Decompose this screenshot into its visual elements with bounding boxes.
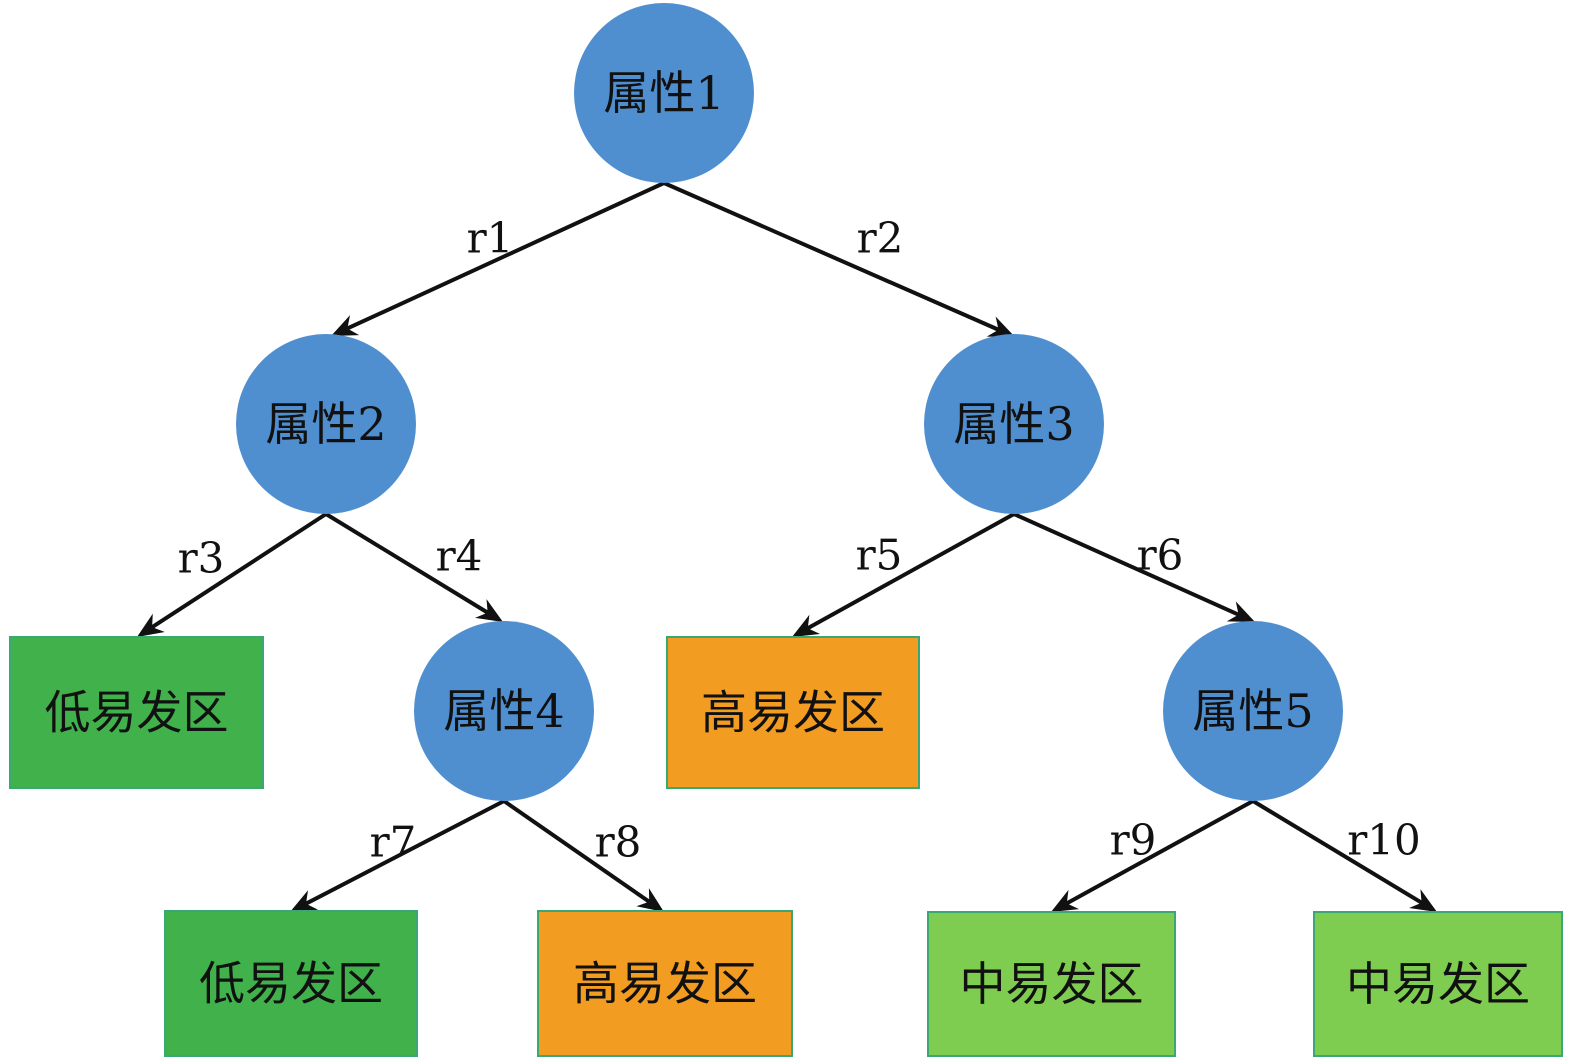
- node-label: 属性5: [1192, 684, 1313, 738]
- arrowhead: [1051, 889, 1080, 912]
- node-label: 属性1: [603, 66, 724, 120]
- node-label: 中易发区: [960, 957, 1144, 1011]
- edge-label-r1: r1: [467, 214, 514, 263]
- attribute-node-circle: [414, 621, 594, 801]
- node-label: 高易发区: [573, 957, 757, 1011]
- edge-line: [806, 512, 1015, 631]
- edge-line: [346, 181, 665, 331]
- arrowhead: [1409, 889, 1437, 912]
- edge-line: [305, 799, 505, 906]
- attribute-node-n4: 属性4: [414, 621, 594, 801]
- arrowhead: [137, 613, 165, 637]
- leaf-node-l1: 低易发区: [9, 636, 264, 789]
- node-label: 低易发区: [45, 686, 229, 740]
- edge-label-r6: r6: [1137, 531, 1184, 580]
- attribute-node-n1: 属性1: [574, 3, 754, 183]
- edge-label-r5: r5: [856, 531, 903, 580]
- leaf-node-box: [9, 636, 264, 789]
- arrowhead: [1226, 601, 1255, 622]
- edge-n4-l4: r8: [502, 799, 664, 912]
- node-label: 低易发区: [199, 957, 383, 1011]
- arrowhead: [475, 599, 503, 622]
- leaf-node-box: [164, 910, 418, 1057]
- edge-line: [502, 799, 651, 904]
- edge-line: [1251, 799, 1423, 905]
- leaf-node-box: [1313, 911, 1563, 1057]
- edge-n3-n5: r6: [1013, 512, 1255, 622]
- edge-label-r3: r3: [178, 534, 225, 583]
- edge-line: [1013, 512, 1240, 617]
- attribute-node-circle: [574, 3, 754, 183]
- edges-layer: r1 r2 r3 r4 r5 r6 r7 r8 r9 r10: [137, 181, 1437, 912]
- edge-label-r2: r2: [857, 214, 904, 263]
- edge-n4-l3: r7: [290, 799, 505, 912]
- arrowhead: [792, 614, 821, 637]
- attribute-node-circle: [236, 334, 416, 514]
- attribute-node-circle: [1163, 621, 1343, 801]
- attribute-node-circle: [924, 334, 1104, 514]
- leaf-node-box: [666, 636, 920, 789]
- leaf-node-l2: 高易发区: [666, 636, 920, 789]
- edge-label-r8: r8: [595, 818, 642, 867]
- leaf-node-box: [537, 910, 793, 1057]
- leaf-node-l4: 高易发区: [537, 910, 793, 1057]
- edge-n5-l5: r9: [1051, 799, 1254, 912]
- leaf-node-box: [927, 911, 1176, 1057]
- attribute-node-n5: 属性5: [1163, 621, 1343, 801]
- edge-label-r4: r4: [436, 532, 483, 581]
- node-label: 属性3: [953, 397, 1074, 451]
- node-label: 属性2: [265, 397, 386, 451]
- edge-n1-n2: r1: [331, 181, 665, 336]
- edge-label-r10: r10: [1347, 816, 1421, 865]
- node-label: 属性4: [443, 684, 564, 738]
- arrowhead: [986, 316, 1015, 337]
- leaf-node-l3: 低易发区: [164, 910, 418, 1057]
- node-label: 中易发区: [1346, 957, 1530, 1011]
- edge-line: [663, 181, 1000, 332]
- node-label: 高易发区: [701, 686, 885, 740]
- edge-n1-n3: r2: [663, 181, 1015, 337]
- arrowhead: [331, 315, 360, 336]
- edge-label-r7: r7: [370, 818, 417, 867]
- edge-line: [1065, 799, 1254, 906]
- edge-n2-l1: r3: [137, 512, 328, 637]
- edge-n3-l2: r5: [792, 512, 1015, 637]
- edge-line: [150, 512, 328, 629]
- leaf-node-l6: 中易发区: [1313, 911, 1563, 1057]
- arrowhead: [636, 888, 664, 912]
- attribute-node-n2: 属性2: [236, 334, 416, 514]
- attribute-node-n3: 属性3: [924, 334, 1104, 514]
- edge-label-r9: r9: [1110, 816, 1157, 865]
- leaf-node-l5: 中易发区: [927, 911, 1176, 1057]
- arrowhead: [290, 890, 319, 912]
- edge-line: [324, 512, 489, 615]
- edge-n2-n4: r4: [324, 512, 503, 622]
- edge-n5-l6: r10: [1251, 799, 1437, 912]
